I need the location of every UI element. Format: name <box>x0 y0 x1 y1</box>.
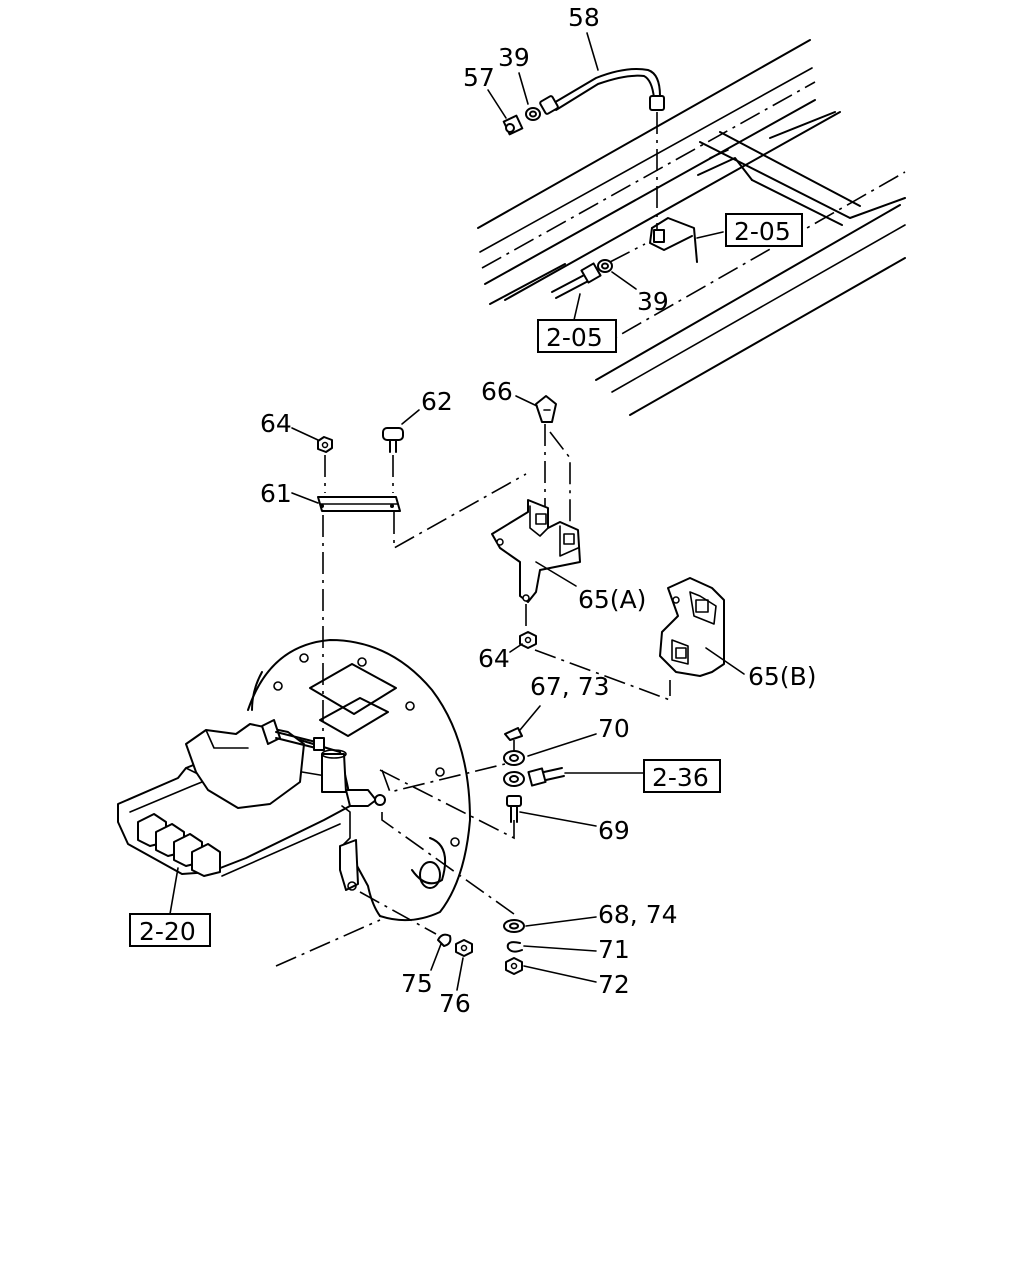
nut-76 <box>455 939 473 957</box>
nut-72 <box>505 957 523 975</box>
fitting-57 <box>502 114 524 136</box>
label-58: 58 <box>568 3 600 32</box>
ref-box-2-20: 2-20 <box>129 913 211 947</box>
bolt-62 <box>382 427 404 453</box>
nut-64-upper <box>317 436 333 453</box>
clip-66 <box>535 395 557 423</box>
lockwasher-71 <box>506 941 523 953</box>
bracket-65b <box>659 577 725 677</box>
nut-64-lower <box>519 631 537 649</box>
ref-label-2-36: 2-36 <box>652 763 709 792</box>
rail-bracket <box>649 217 698 263</box>
stud-69 <box>506 795 522 823</box>
label-66: 66 <box>481 377 513 406</box>
label-76: 76 <box>439 989 471 1018</box>
bolt-2-36 <box>503 767 565 787</box>
label-61: 61 <box>260 479 292 508</box>
washer-39-upper <box>525 107 541 121</box>
label-75: 75 <box>401 969 433 998</box>
label-65b: 65(B) <box>748 662 816 691</box>
label-39-upper: 39 <box>498 43 530 72</box>
label-67-73: 67, 73 <box>530 672 610 701</box>
pipe-58 <box>539 68 665 230</box>
label-65a: 65(A) <box>578 585 646 614</box>
label-39-lower: 39 <box>637 287 669 316</box>
plate-61 <box>317 496 401 512</box>
washer-68-74 <box>503 919 525 933</box>
washer-75 <box>437 933 452 947</box>
label-57: 57 <box>463 63 495 92</box>
washer-67-73 <box>504 727 523 741</box>
label-71: 71 <box>598 935 630 964</box>
label-68-74: 68, 74 <box>598 900 678 929</box>
label-72: 72 <box>598 970 630 999</box>
label-69: 69 <box>598 816 630 845</box>
label-64-upper: 64 <box>260 409 292 438</box>
label-70: 70 <box>598 714 630 743</box>
ref-label-2-20: 2-20 <box>139 917 196 946</box>
ref-box-2-05-upper: 2-05 <box>725 213 803 247</box>
ref-label-2-05-lower: 2-05 <box>546 323 603 352</box>
label-64-lower: 64 <box>478 644 510 673</box>
bolt-lower <box>551 243 646 299</box>
ref-box-2-05-lower: 2-05 <box>537 319 617 353</box>
ref-label-2-05-upper: 2-05 <box>734 217 791 246</box>
leader-lines <box>169 32 745 991</box>
bracket-65a <box>491 499 581 603</box>
frame-rails <box>477 39 906 416</box>
washer-70 <box>503 750 525 766</box>
transmission-assembly <box>117 639 471 967</box>
ref-box-2-36: 2-36 <box>643 759 721 793</box>
label-62: 62 <box>421 387 453 416</box>
